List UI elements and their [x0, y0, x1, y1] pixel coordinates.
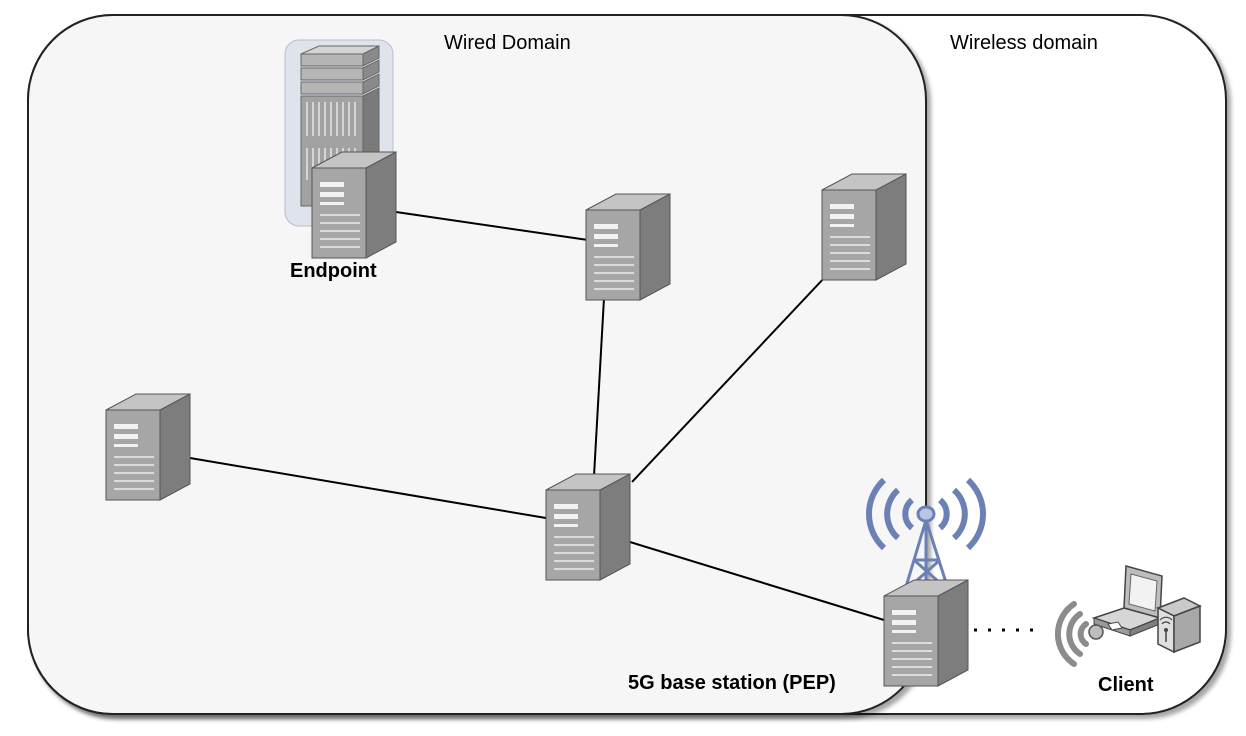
- server-icon: [585, 193, 671, 301]
- wireless-domain-label: Wireless domain: [950, 32, 1098, 54]
- endpoint-server-icon: [311, 151, 397, 259]
- core-server-icon: [545, 473, 631, 581]
- server-icon: [105, 393, 191, 501]
- laptop-icon: [1088, 565, 1163, 640]
- link-server2-core: [631, 275, 827, 483]
- link-endpoint-server1: [395, 211, 589, 241]
- endpoint-label: Endpoint: [290, 260, 377, 282]
- wired-domain-box: [27, 14, 927, 715]
- wired-domain-label: Wired Domain: [444, 32, 571, 54]
- link-core-basestation: [629, 541, 885, 621]
- wireless-router-icon: [1156, 597, 1202, 654]
- base-station-server-icon: [883, 579, 969, 687]
- link-server3-core: [189, 457, 547, 519]
- link-server1-core: [593, 297, 605, 477]
- network-links: [189, 211, 1042, 632]
- server-icon: [821, 173, 907, 281]
- base-station-label: 5G base station (PEP): [628, 672, 836, 694]
- client-label: Client: [1098, 674, 1154, 696]
